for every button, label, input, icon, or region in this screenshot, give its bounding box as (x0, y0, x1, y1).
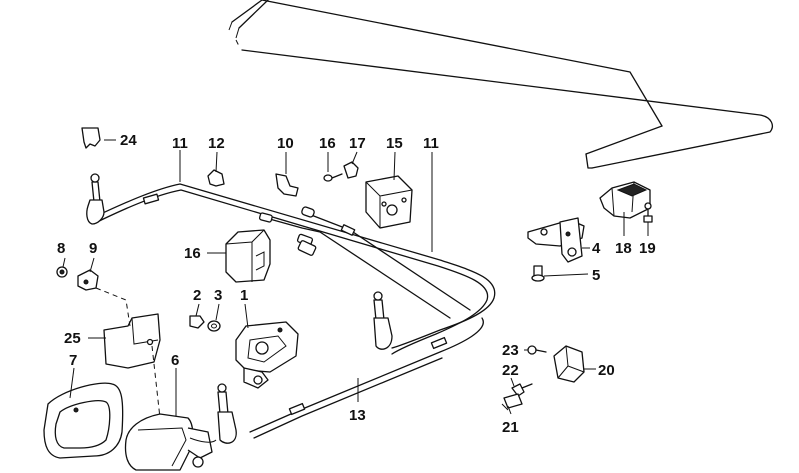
pin-part-22 (511, 383, 533, 397)
bolt-part-2 (189, 315, 205, 329)
clip-part-9 (77, 269, 99, 291)
bracket-part-25 (103, 313, 161, 369)
callout-18: 18 (615, 240, 632, 257)
alignment-dash-lines (95, 287, 161, 419)
screw-part-16 (323, 173, 343, 182)
callout-24: 24 (120, 132, 137, 149)
callout-9: 9 (89, 240, 97, 257)
roof-frame-outline (228, 0, 773, 169)
lock-housing-part-6 (124, 413, 217, 471)
leader-lines (62, 139, 649, 416)
callout-14: 15 (386, 135, 403, 152)
clip-part-10 (275, 173, 299, 197)
plug-part-21 (501, 393, 523, 411)
callout-2: 2 (193, 287, 201, 304)
callout-11-left: 11 (172, 135, 188, 152)
callout-12: 12 (208, 135, 225, 152)
nut-part-3 (207, 320, 221, 332)
callout-5: 5 (592, 267, 600, 284)
clip-part-24 (81, 127, 101, 149)
cable-end-fittings (86, 173, 393, 444)
callout-11-right: 11 (423, 135, 439, 152)
callout-4: 4 (592, 240, 601, 257)
trim-frame-part-7 (43, 382, 124, 459)
screw-part-19 (643, 202, 653, 223)
callout-6: 6 (171, 352, 179, 369)
callout-10: 10 (277, 135, 294, 152)
block-part-20 (553, 345, 585, 383)
lock-part-1 (235, 321, 299, 389)
clip-part-12 (207, 169, 225, 187)
callout-8: 8 (57, 240, 65, 257)
callout-19: 19 (639, 240, 656, 257)
callout-13: 13 (349, 407, 366, 424)
cable-connector-links (258, 206, 471, 319)
bolt-part-5 (531, 265, 545, 282)
callout-21: 21 (502, 419, 519, 436)
callout-17: 17 (349, 135, 366, 152)
cable-11-upper (95, 183, 496, 355)
bolt-part-8 (56, 266, 68, 278)
control-box-part-14 (365, 175, 413, 229)
callout-25: 25 (64, 330, 81, 347)
callout-15: 16 (184, 245, 201, 262)
cable-13-lower (249, 317, 484, 439)
bolt-part-23 (527, 345, 547, 355)
callout-23: 23 (502, 342, 519, 359)
callout-16: 16 (319, 135, 336, 152)
callout-labels: 24 11 12 10 16 17 15 11 16 8 9 2 3 1 25 … (57, 132, 656, 436)
latch-part-18 (599, 181, 651, 219)
bracket-part-15 (225, 229, 271, 283)
hinge-bracket-part-4 (527, 217, 585, 263)
callout-1: 1 (240, 287, 248, 304)
callout-20: 20 (598, 362, 615, 379)
callout-7: 7 (69, 352, 77, 369)
callout-3: 3 (214, 287, 222, 304)
callout-22: 22 (502, 362, 519, 379)
clip-part-17 (343, 161, 359, 179)
